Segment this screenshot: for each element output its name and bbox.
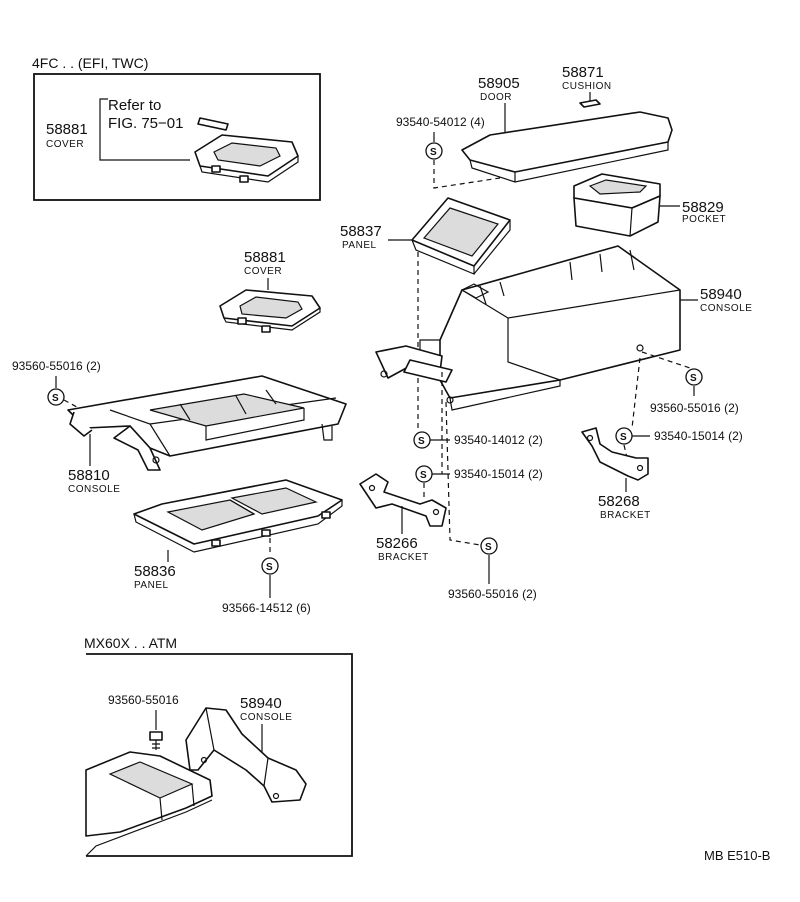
cover-top-shape [194,134,299,183]
screw-front-label: 93560-55016 (2) [12,359,101,373]
inset-box-top [33,73,321,201]
bracket-right-group: S 93540-15014 (2) 58268 BRACKET [581,357,743,521]
console-atm-number: 58940 [240,695,282,712]
screw-mid-label: 93540-14012 (2) [454,433,543,447]
cover-mid-group: 58881 COVER [219,249,321,333]
inset-box-bottom [86,653,353,857]
bracket-right-shape [581,427,649,481]
screw-atm-label: 93560-55016 [108,693,179,707]
cover-mid-number: 58881 [244,249,286,266]
bracket-right-number: 58268 [598,493,640,510]
door-shape [461,111,673,183]
screw-door-label: 93540-54012 (4) [396,115,485,129]
screw-left-bottom-label: 93560-55016 (2) [448,587,537,601]
panel-upper-group: 58837 PANEL [340,197,511,430]
cover-mid-shape [219,289,321,333]
bracket-left-name: BRACKET [378,552,429,563]
inset-4fc: 4FC . . (EFI, TWC) Refer to FIG. 75−01 5… [32,55,321,201]
panel-lower-number: 58836 [134,563,176,580]
cushion-tag-inset [197,117,229,131]
panel-lower-shape [133,479,343,553]
screw-left-bracket-icon: S [420,470,427,481]
door-group: 58905 DOOR 58871 CUSHION 93540-54012 (4)… [396,64,673,189]
pocket-number: 58829 [682,199,724,216]
screw-right-bracket-label: 93540-15014 (2) [654,429,743,443]
screw-right-bracket-icon: S [620,432,627,443]
reference-line2: FIG. 75−01 [108,115,183,132]
screw-right-top-group: S 93560-55016 (2) [641,351,739,415]
cover-top-name: COVER [46,139,84,150]
screw-front-icon: S [52,393,59,404]
screw-left-bracket-label: 93540-15014 (2) [454,467,543,481]
pocket-group: 58829 POCKET [573,173,726,237]
bracket-left-group: S 93540-15014 (2) 58266 BRACKET S 93560-… [359,465,543,601]
door-number: 58905 [478,75,520,92]
console-front-atm-fragment [85,751,213,857]
pocket-name: POCKET [682,214,726,225]
variant-label-bottom: MX60X . . ATM [84,635,177,651]
screw-mid-group: S 93540-14012 (2) [413,372,543,547]
screw-panel-label: 93566-14512 (6) [222,601,311,615]
panel-lower-name: PANEL [134,580,169,591]
console-front-name: CONSOLE [68,484,120,495]
console-atm-shape [185,707,307,803]
screw-right-top-label: 93560-55016 (2) [650,401,739,415]
screw-mid-icon: S [418,436,425,447]
screw-left-bottom-icon: S [485,542,492,553]
cover-top-number: 58881 [46,121,88,138]
pocket-shape [573,173,661,237]
console-main-group: 58940 CONSOLE [375,245,752,411]
console-main-shape [375,245,681,411]
screw-door-icon: S [430,147,437,158]
console-main-number: 58940 [700,286,742,303]
variant-label-top: 4FC . . (EFI, TWC) [32,55,148,71]
console-main-name: CONSOLE [700,303,752,314]
screw-panel-icon: S [266,562,273,573]
panel-upper-shape [411,197,511,275]
panel-upper-name: PANEL [342,240,377,251]
cover-top-leader [99,98,190,161]
console-front-shape [67,375,347,471]
reference-line1: Refer to [108,97,161,114]
panel-lower-group: 58836 PANEL S 93566-14512 (6) [133,479,343,615]
screw-right-top-icon: S [690,373,697,384]
console-front-number: 58810 [68,467,110,484]
screw-atm-icon [149,731,163,750]
cushion-number: 58871 [562,64,604,81]
console-atm-name: CONSOLE [240,712,292,723]
door-name: DOOR [480,92,512,103]
panel-upper-number: 58837 [340,223,382,240]
bracket-right-name: BRACKET [600,510,651,521]
bracket-left-number: 58266 [376,535,418,552]
cover-mid-name: COVER [244,266,282,277]
bracket-left-shape [359,473,447,527]
cushion-name: CUSHION [562,81,612,92]
cushion-shape [579,99,601,108]
console-front-group: 93560-55016 (2) S 58810 CONSOLE [12,359,347,495]
inset-atm: MX60X . . ATM 93560-55016 58940 CONSOLE [84,635,353,857]
diagram-code: MB E510-B [704,848,770,863]
